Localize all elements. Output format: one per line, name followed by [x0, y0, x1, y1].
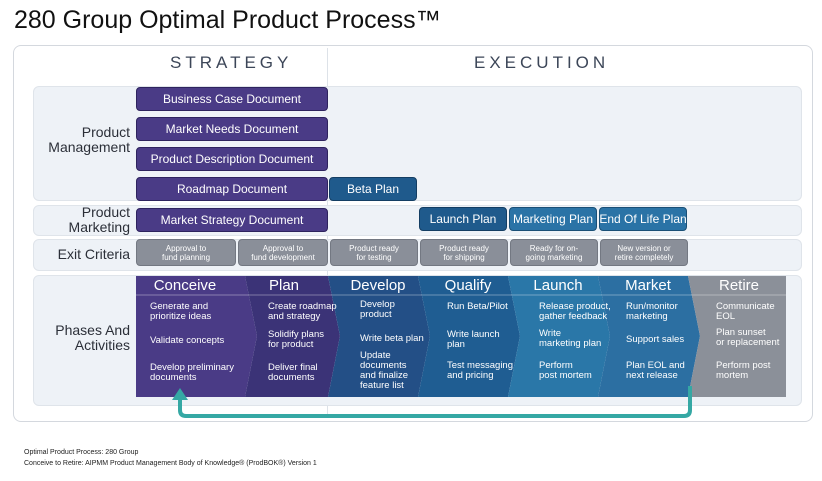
phase-conceive: Conceive	[153, 277, 217, 294]
loop-arrow-head	[172, 388, 188, 400]
chevron-qualify	[418, 276, 520, 397]
phase-market: Market	[625, 277, 671, 294]
label-product-management: Product Management	[48, 124, 130, 155]
activity: Create roadmap and strategy	[268, 301, 337, 322]
activity: Develop preliminary documents	[150, 362, 234, 383]
chevron-plan	[245, 276, 340, 397]
activity: Run Beta/Pilot	[447, 301, 508, 312]
source-line: Optimal Product Process: 280 Group	[24, 449, 139, 456]
activity: Test messaging and pricing	[447, 360, 514, 381]
activity: Perform post mortem	[539, 360, 592, 381]
activity: Validate concepts	[150, 335, 225, 346]
activity: Develop product	[360, 299, 395, 320]
activity: Write launch plan	[447, 329, 500, 350]
activity: Support sales	[626, 334, 685, 345]
chevron-launch	[508, 276, 610, 397]
chevron-retire	[688, 276, 786, 397]
exit-criterion: Ready for on- going marketing	[510, 239, 598, 266]
activity: Deliver final documents	[268, 362, 318, 383]
chevron-conceive	[136, 276, 257, 397]
activity: Write marketing plan	[539, 328, 602, 349]
phase-retire: Retire	[718, 277, 759, 294]
activity: Release product, gather feedback	[539, 301, 611, 322]
doc-launch-plan: Launch Plan	[419, 207, 507, 231]
activity: Update documents and finalize feature li…	[360, 350, 409, 391]
phase-develop: Develop	[350, 277, 406, 294]
exit-criterion: New version or retire completely	[600, 239, 688, 266]
activity: Generate and prioritize ideas	[150, 301, 212, 322]
activity: Plan sunset or replacement	[716, 327, 780, 348]
page-title: 280 Group Optimal Product Process™	[14, 6, 441, 34]
loop-arrow-line	[178, 386, 692, 418]
activity: Communicate EOL	[716, 301, 775, 322]
chevron-develop	[328, 276, 430, 397]
doc-business-case: Business Case Document	[136, 87, 328, 111]
phase-launch: Launch	[533, 277, 583, 294]
doc-beta-plan: Beta Plan	[329, 177, 417, 201]
doc-roadmap: Roadmap Document	[136, 177, 328, 201]
label-exit-criteria: Exit Criteria	[57, 246, 130, 262]
doc-market-strategy: Market Strategy Document	[136, 208, 328, 232]
label-product-marketing: Product Marketing	[68, 204, 130, 235]
doc-product-description: Product Description Document	[136, 147, 328, 171]
exit-criterion: Product ready for testing	[330, 239, 418, 266]
activity: Plan EOL and next release	[626, 360, 685, 381]
phase-plan: Plan	[268, 277, 300, 294]
exit-criterion: Approval to fund planning	[136, 239, 236, 266]
source-line: Conceive to Retire: AIPMM Product Manage…	[24, 460, 317, 467]
chevron-market	[598, 276, 700, 397]
strategy-heading: STRATEGY	[170, 53, 293, 72]
doc-end-of-life-plan: End Of Life Plan	[599, 207, 687, 231]
activity: Perform post mortem	[716, 360, 771, 381]
phase-qualify: Qualify	[444, 277, 492, 294]
activity: Write beta plan	[360, 333, 424, 344]
activity: Solidify plans for product	[268, 329, 324, 350]
activity: Run/monitor marketing	[626, 301, 678, 322]
execution-heading: EXECUTION	[474, 53, 610, 72]
exit-criterion: Product ready for shipping	[420, 239, 508, 266]
doc-market-needs: Market Needs Document	[136, 117, 328, 141]
doc-marketing-plan: Marketing Plan	[509, 207, 597, 231]
exit-criterion: Approval to fund development	[238, 239, 328, 266]
label-phases-and-activities: Phases And Activities	[55, 322, 130, 353]
